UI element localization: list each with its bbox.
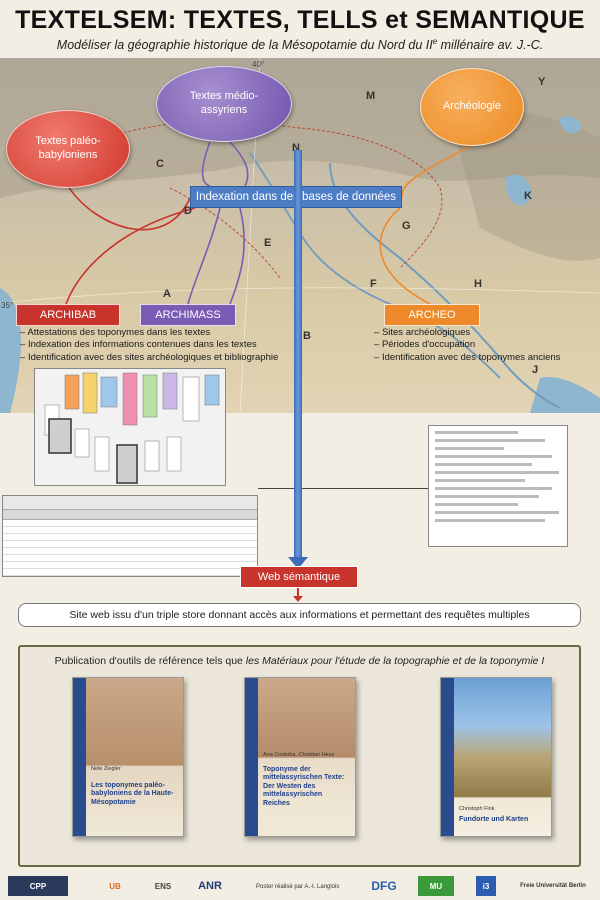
logo-mu: MU bbox=[418, 876, 454, 896]
bullet-item: Attestations des toponymes dans les text… bbox=[20, 327, 278, 339]
map-letter: N bbox=[292, 142, 300, 154]
bullet-item: Identification avec des toponymes ancien… bbox=[374, 352, 561, 364]
publications-panel: Publication d'outils de référence tels q… bbox=[18, 645, 581, 867]
map-letter: K bbox=[524, 190, 532, 202]
map-letter: A bbox=[163, 288, 171, 300]
book-author: Nele Ziegler bbox=[91, 766, 121, 772]
map-letter: F bbox=[370, 278, 377, 290]
bullet-item: Sites archéologiques bbox=[374, 327, 560, 339]
map-letter: G bbox=[402, 220, 411, 232]
book-spine bbox=[441, 678, 454, 836]
book-spine bbox=[73, 678, 86, 836]
book-image bbox=[258, 678, 355, 836]
logo-ens: ENS bbox=[154, 881, 172, 891]
web-arrow-head bbox=[293, 596, 303, 602]
book-title: Toponyme der mittelassyrischen Texte: De… bbox=[263, 766, 345, 807]
logo-cpp: CPP bbox=[8, 876, 68, 896]
bullet-item: Périodes d'occupation bbox=[374, 339, 560, 351]
bullet-item: Identification avec des sites archéologi… bbox=[20, 352, 278, 364]
map-letter: C bbox=[156, 158, 164, 170]
map-letter: B bbox=[303, 330, 311, 342]
database-form-screenshot bbox=[428, 425, 568, 547]
database-schema-screenshot bbox=[34, 368, 226, 486]
coord-top: 40° bbox=[252, 60, 265, 69]
triple-store-site-box: Site web issu d'un triple store donnant … bbox=[18, 603, 581, 627]
book-title: Fundorte und Karten bbox=[459, 816, 529, 823]
map-letter: H bbox=[474, 278, 482, 290]
book-image bbox=[454, 678, 551, 836]
mesopotamia-map: 40° 35° M Y N C D E G K A F H B J Textes… bbox=[0, 58, 600, 413]
coord-left: 35° bbox=[1, 301, 14, 310]
flow-arrow bbox=[294, 150, 302, 560]
map-letter: Y bbox=[538, 76, 546, 88]
map-letter: J bbox=[532, 364, 539, 376]
book-title: Les toponymes paléo-babyloniens de la Ha… bbox=[91, 782, 174, 806]
logo-i3: i3 bbox=[476, 876, 496, 896]
book-image bbox=[86, 678, 183, 836]
poster-credit: Poster réalisé par A.-I. Langlois bbox=[256, 884, 340, 890]
book-cover: Christoph Fink Fundorte und Karten bbox=[440, 677, 552, 837]
archibab-features: Attestations des toponymes dans les text… bbox=[20, 327, 278, 364]
db-archibab: ARCHIBAB bbox=[16, 304, 120, 326]
connector-line bbox=[302, 488, 428, 489]
web-arrow bbox=[297, 588, 299, 598]
poster-subtitle: Modéliser la géographie historique de la… bbox=[56, 37, 544, 53]
book-author: Ana Cordoba, Christian Hess bbox=[263, 752, 335, 758]
book-cover: Ana Cordoba, Christian Hess Toponyme der… bbox=[244, 677, 356, 837]
footer-logos: CPP UB ENS ANR Poster réalisé par A.-I. … bbox=[0, 872, 600, 900]
source-paleo-babyloniens: Textes paléo-babyloniens bbox=[6, 110, 130, 188]
archeo-features: Sites archéologiques Périodes d'occupati… bbox=[374, 327, 561, 364]
map-letter: E bbox=[264, 237, 272, 249]
db-archeo: ARCHEO bbox=[384, 304, 480, 326]
bullet-item: Indexation des informations contenues da… bbox=[20, 339, 278, 351]
database-table-screenshot bbox=[2, 495, 258, 577]
db-archimass: ARCHIMASS bbox=[140, 304, 236, 326]
poster-title: TEXTELSEM: TEXTES, TELLS et SEMANTIQUE bbox=[15, 6, 585, 34]
map-letter: D bbox=[184, 205, 192, 217]
connector-line bbox=[258, 488, 294, 489]
source-archeologie: Archéologie bbox=[420, 68, 524, 146]
map-letter: M bbox=[366, 90, 376, 102]
book-spine bbox=[245, 678, 258, 836]
publications-title: Publication d'outils de référence tels q… bbox=[54, 655, 545, 667]
web-semantique-box: Web sémantique bbox=[240, 566, 358, 588]
logo-anr: ANR bbox=[198, 880, 222, 892]
source-medio-assyriens: Textes médio-assyriens bbox=[156, 66, 292, 142]
logo-fu-berlin: Freie Universität Berlin bbox=[520, 883, 586, 889]
book-author: Christoph Fink bbox=[459, 806, 495, 812]
logo-ub: UB bbox=[109, 881, 121, 891]
book-cover: Nele Ziegler Les toponymes paléo-babylon… bbox=[72, 677, 184, 837]
logo-dfg: DFG bbox=[371, 879, 397, 893]
